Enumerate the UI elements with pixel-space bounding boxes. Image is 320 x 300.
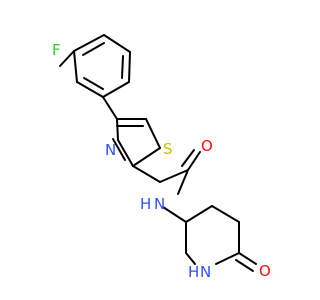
bond bbox=[73, 50, 78, 83]
bond bbox=[128, 51, 131, 83]
bond bbox=[83, 77, 104, 90]
lactam-oxygen-atom: O bbox=[259, 262, 271, 280]
bond bbox=[159, 169, 189, 183]
amide-nitrogen-atom: N bbox=[154, 195, 165, 213]
bond bbox=[117, 139, 134, 167]
ring-nh-hydrogen-atom: H bbox=[188, 263, 199, 281]
bond bbox=[185, 205, 213, 223]
thiazole-nitrogen-atom: N bbox=[105, 141, 116, 159]
bond bbox=[112, 138, 126, 161]
bond bbox=[73, 34, 105, 52]
bond bbox=[162, 206, 187, 223]
bond bbox=[102, 96, 118, 120]
bond bbox=[103, 34, 131, 53]
bond bbox=[187, 151, 201, 171]
atom-labels: F S N O N H H N O bbox=[52, 41, 271, 281]
carbonyl-oxygen-atom: O bbox=[201, 137, 213, 155]
bond bbox=[177, 169, 189, 195]
amide-hydrogen-atom: H bbox=[140, 195, 151, 213]
bond bbox=[121, 55, 124, 79]
bond bbox=[76, 81, 104, 98]
bond bbox=[132, 165, 161, 183]
bond bbox=[185, 252, 196, 265]
bond bbox=[211, 205, 240, 223]
bond bbox=[235, 259, 254, 272]
fluorine-atom: F bbox=[52, 41, 61, 59]
sulfur-atom: S bbox=[163, 140, 173, 158]
ring-nh-nitrogen-atom: N bbox=[200, 263, 211, 281]
bond bbox=[116, 118, 119, 141]
molecule-structure: F S N O N H H N O bbox=[52, 34, 271, 281]
bond bbox=[82, 42, 105, 56]
bonds bbox=[59, 34, 257, 272]
bond bbox=[238, 252, 257, 265]
bond bbox=[132, 147, 161, 167]
bond bbox=[59, 50, 75, 67]
bond bbox=[215, 252, 240, 265]
bond bbox=[102, 81, 130, 98]
bond bbox=[145, 118, 161, 149]
bond bbox=[181, 149, 195, 167]
